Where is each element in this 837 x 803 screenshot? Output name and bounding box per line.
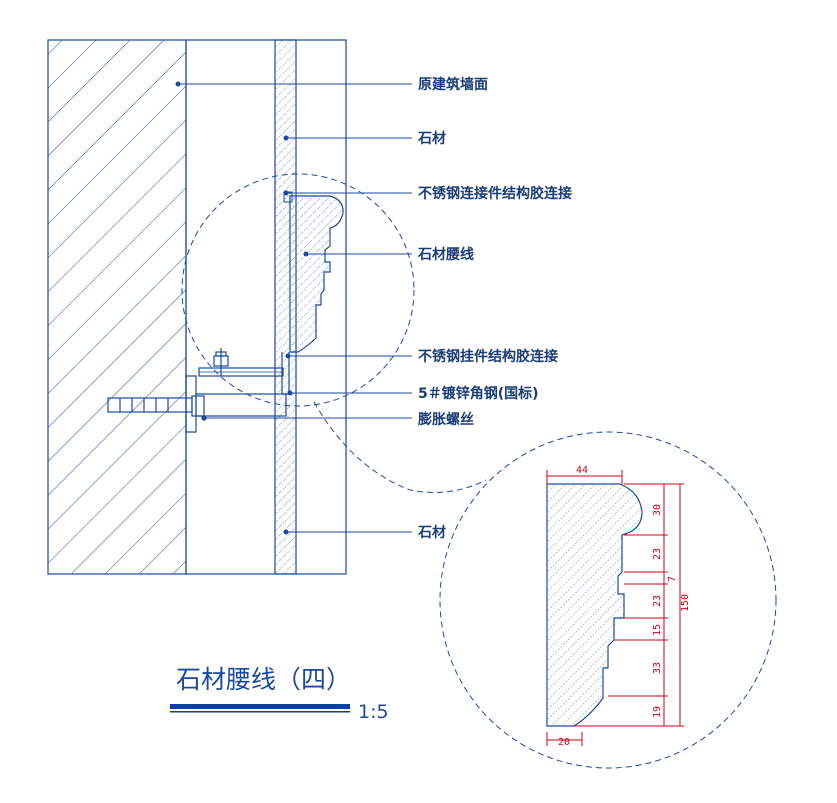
title-underline-thick	[170, 704, 350, 709]
label-hanger: 不锈钢挂件结构胶连接	[418, 348, 558, 365]
dim-top-width: 44	[576, 465, 588, 476]
dim-bottom-width: 20	[558, 737, 570, 748]
label-stone-bottom: 石材	[417, 524, 446, 541]
dim-total-height: 150	[680, 594, 691, 612]
dim-d7: 19	[652, 706, 663, 718]
label-angle-steel: 5＃镀锌角钢(国标)	[418, 385, 539, 402]
title-underline-thin	[170, 711, 350, 713]
section-frame	[185, 39, 347, 575]
dimension-lines	[546, 470, 684, 746]
label-bolt: 膨胀螺丝	[418, 411, 474, 428]
hanger-assembly	[107, 348, 290, 433]
label-wall: 原建筑墙面	[418, 76, 488, 93]
detail-circle	[439, 431, 777, 769]
callout-circle	[181, 173, 415, 407]
callout-connector	[313, 401, 487, 493]
dim-d3: 7	[667, 576, 678, 582]
detail-molding-profile	[546, 483, 643, 727]
building-wall	[47, 39, 187, 575]
dim-d5: 15	[652, 624, 663, 636]
dim-d4: 23	[652, 595, 663, 607]
label-connector: 不锈钢连接件结构胶连接	[418, 185, 572, 202]
stone-molding-profile	[289, 195, 344, 353]
dim-d2: 23	[652, 548, 663, 560]
label-molding: 石材腰线	[417, 246, 474, 263]
dim-d6: 33	[652, 662, 663, 674]
label-stone-top: 石材	[417, 130, 446, 147]
drawing-title: 石材腰线（四）	[176, 665, 351, 694]
leader-lines	[175, 81, 412, 535]
dim-d1: 30	[652, 504, 663, 516]
drawing-scale: 1:5	[358, 701, 389, 723]
